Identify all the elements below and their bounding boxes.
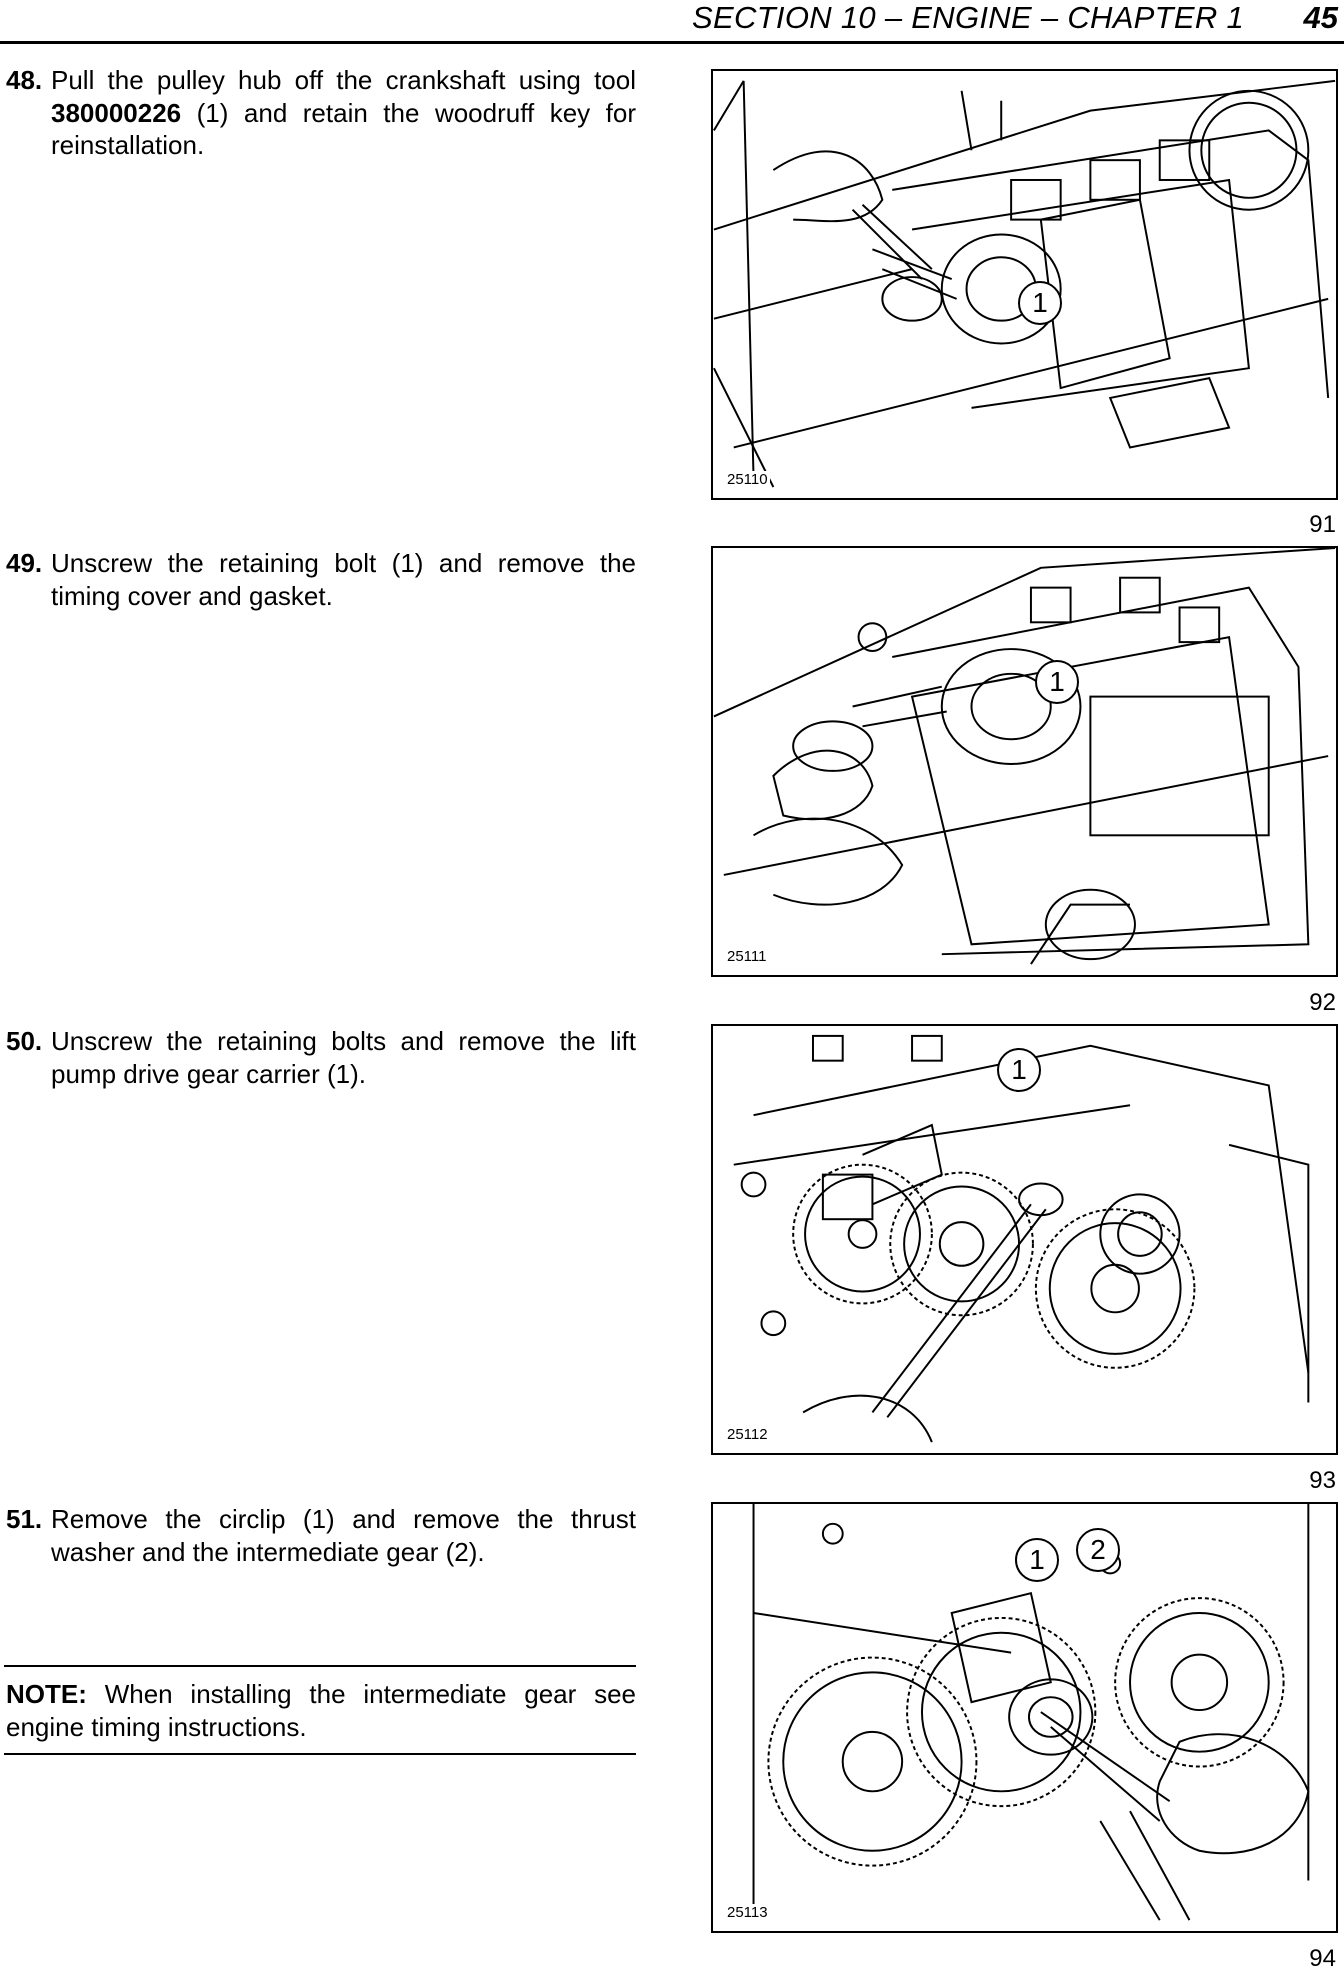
step-number: 49. <box>6 548 43 578</box>
step-51: 51. Remove the circlip (1) and remove th… <box>6 1503 636 1568</box>
step-49: 49. Unscrew the retaining bolt (1) and r… <box>6 547 636 612</box>
page-number: 45 <box>1303 0 1338 35</box>
step-text: Remove the circlip (1) and remove the th… <box>51 1504 636 1567</box>
step-number: 48. <box>6 65 43 95</box>
figure-number: 92 <box>1309 989 1336 1016</box>
callout-1: 1 <box>1035 660 1079 704</box>
pulley-hub-puller-drawing <box>713 79 1336 488</box>
step-number: 50. <box>6 1026 43 1056</box>
timing-cover-removal-drawing <box>713 548 1336 965</box>
note-box: NOTE: When installing the intermediate g… <box>4 1665 636 1755</box>
figure-number: 94 <box>1309 1945 1336 1972</box>
step-text: Unscrew the retaining bolts and remove t… <box>51 1026 636 1089</box>
figure-number: 91 <box>1309 511 1336 538</box>
tool-number: 380000226 <box>51 97 182 128</box>
figure-91-illustration: 1 25110 <box>711 69 1338 500</box>
image-code: 25111 <box>725 948 769 965</box>
callout-1: 1 <box>997 1048 1041 1092</box>
callout-1: 1 <box>1018 281 1062 325</box>
figure-93-illustration: 1 25112 <box>711 1024 1338 1455</box>
step-number: 51. <box>6 1504 43 1534</box>
step-48: 48. Pull the pulley hub off the cranksha… <box>6 64 636 162</box>
figure-94-illustration: 1 2 25113 <box>711 1502 1338 1933</box>
figure-92-illustration: 1 25111 <box>711 546 1338 977</box>
step-text: Pull the pulley hub off the crankshaft u… <box>51 65 636 160</box>
callout-1: 1 <box>1015 1538 1059 1582</box>
note-text: When installing the intermediate gear se… <box>6 1679 636 1742</box>
lift-pump-gear-carrier-drawing <box>733 1034 1310 1443</box>
note-label: NOTE: <box>6 1679 87 1709</box>
image-code: 25112 <box>725 1426 770 1443</box>
circlip-removal-drawing <box>752 1504 1310 1921</box>
figure-number: 93 <box>1309 1467 1336 1494</box>
image-code: 25110 <box>725 471 770 488</box>
image-code: 25113 <box>725 1904 770 1921</box>
section-title: SECTION 10 – ENGINE – CHAPTER 1 <box>692 0 1244 35</box>
step-text: Unscrew the retaining bolt (1) and remov… <box>51 548 636 611</box>
callout-2: 2 <box>1076 1528 1120 1572</box>
page-header: SECTION 10 – ENGINE – CHAPTER 1 45 <box>0 0 1344 44</box>
step-50: 50. Unscrew the retaining bolts and remo… <box>6 1025 636 1090</box>
